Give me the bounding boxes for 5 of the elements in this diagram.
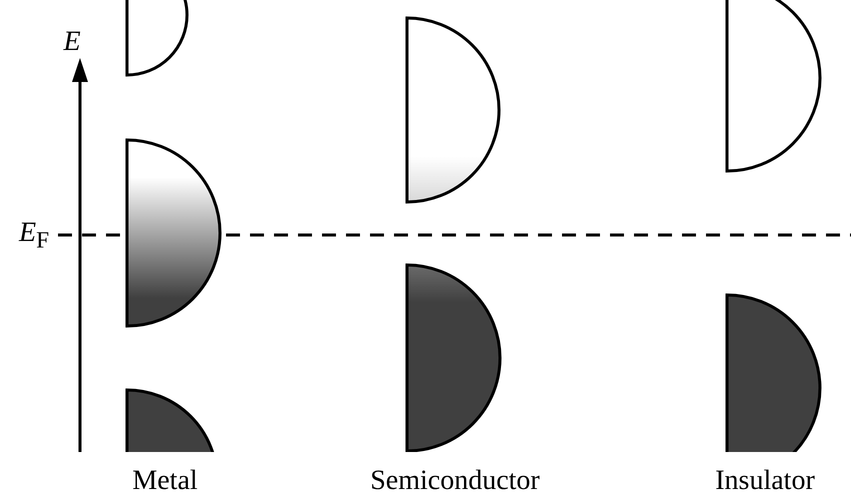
column-label: Semiconductor bbox=[370, 467, 540, 495]
axis-label: E bbox=[63, 28, 81, 56]
column-label: Insulator bbox=[715, 467, 815, 495]
axis-label: E$_{F}$ bbox=[18, 219, 50, 253]
column-label: Metal bbox=[132, 467, 198, 495]
